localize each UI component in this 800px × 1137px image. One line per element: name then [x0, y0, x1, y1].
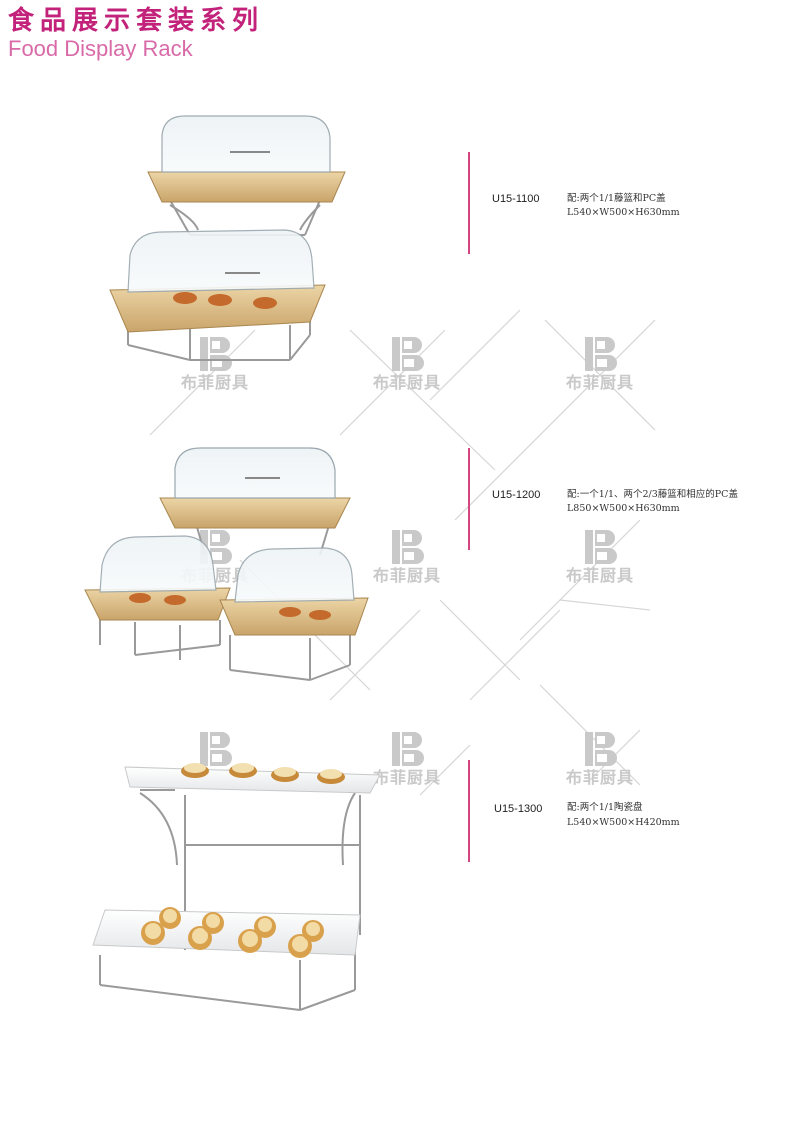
section-divider — [468, 760, 470, 862]
product-spec-contents: 配:两个1/1藤篮和PC盖 — [567, 193, 666, 204]
product-spec-contents: 配:一个1/1、两个2/3藤篮和相应的PC盖 — [567, 489, 738, 500]
watermark: 布菲厨具 — [362, 730, 452, 800]
product-image-three-covered-baskets — [84, 447, 369, 681]
brand-logo-icon — [200, 732, 232, 766]
brand-logo-icon — [585, 337, 617, 371]
brand-logo-icon — [585, 732, 617, 766]
product-spec-dimensions: L540×W500×H420mm — [567, 817, 680, 828]
product-spec-dimensions: L540×W500×H630mm — [567, 207, 680, 218]
product-model-number: U15-1300 — [494, 803, 543, 815]
watermark-text: 布菲厨具 — [372, 768, 441, 787]
watermark: 布菲厨具 — [555, 335, 645, 405]
brand-logo-icon — [392, 530, 424, 564]
watermark-text: 布菲厨具 — [565, 373, 634, 392]
watermark-text: 布菲厨具 — [565, 566, 634, 585]
watermark-text: 布菲厨具 — [372, 373, 441, 392]
product-model-number: U15-1200 — [492, 489, 541, 501]
watermark: 布菲厨具 — [362, 335, 452, 405]
page-subtitle: Food Display Rack — [8, 36, 193, 61]
brand-logo-icon — [585, 530, 617, 564]
page-title: 食品展示套装系列 — [8, 6, 265, 36]
section-divider — [468, 448, 470, 550]
watermark-text: 布菲厨具 — [372, 566, 441, 585]
watermark: 布菲厨具 — [362, 528, 452, 598]
section-divider — [468, 152, 470, 254]
watermark-text: 布菲厨具 — [565, 768, 634, 787]
product-image-two-tier-covered-baskets — [109, 115, 346, 361]
product-spec-dimensions: L850×W500×H630mm — [567, 503, 680, 514]
watermark-text: 布菲厨具 — [180, 373, 249, 392]
product-model-number: U15-1100 — [492, 193, 540, 205]
product-spec-contents: 配:两个1/1陶瓷盘 — [567, 802, 643, 813]
brand-logo-icon — [392, 732, 424, 766]
brand-logo-icon — [392, 337, 424, 371]
watermark: 布菲厨具 — [555, 528, 645, 598]
product-image-two-tier-ceramic-platters — [92, 763, 381, 1011]
watermark: 布菲厨具 — [555, 730, 645, 800]
